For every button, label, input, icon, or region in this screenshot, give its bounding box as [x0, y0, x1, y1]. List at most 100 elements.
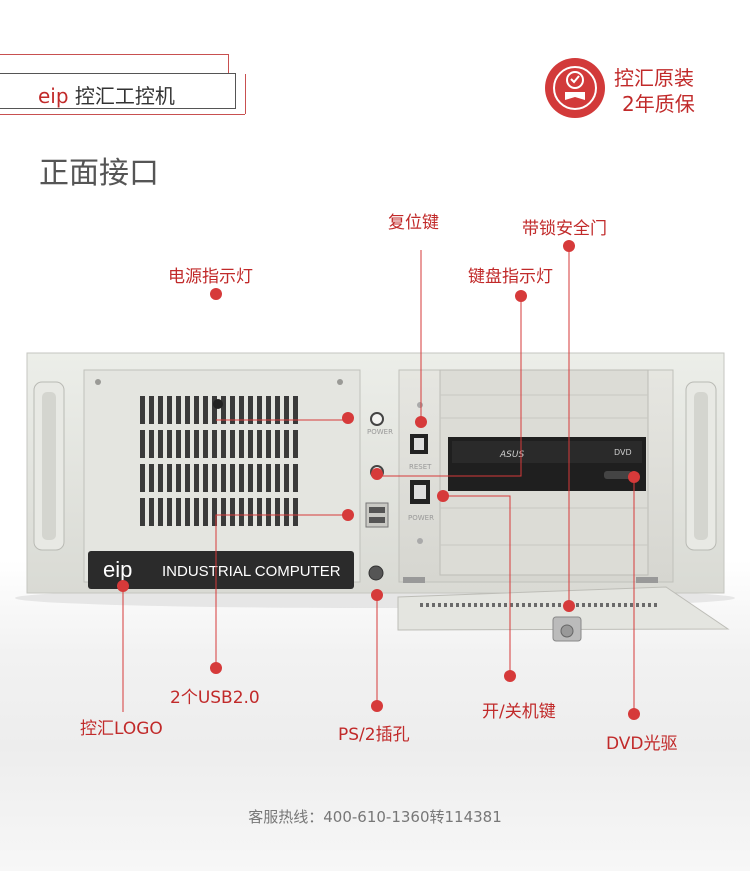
header-brand: eip — [38, 84, 69, 108]
callout-dot-reset — [415, 416, 427, 428]
vent-slot — [185, 464, 190, 492]
door-vent-slot — [432, 603, 435, 607]
vent-slot — [275, 430, 280, 458]
label-reset: 复位键 — [388, 213, 439, 233]
label-ps2: PS/2插孔 — [338, 725, 410, 745]
vent-slot — [158, 464, 163, 492]
vent-slot — [266, 396, 271, 424]
door-vent-slot — [636, 603, 639, 607]
callout-dot-logo — [117, 580, 129, 592]
vent-slot — [230, 396, 235, 424]
vent-slot — [275, 498, 280, 526]
vent-slot — [149, 498, 154, 526]
door-vent-slot — [654, 603, 657, 607]
callout-dot-usb — [342, 509, 354, 521]
callout-dot-dvd — [628, 471, 640, 483]
door-vent-slot — [528, 603, 531, 607]
svg-text:RESET: RESET — [409, 463, 432, 471]
door-vent-slot — [642, 603, 645, 607]
badge-line2: 2年质保 — [622, 92, 695, 116]
vent-slot — [167, 430, 172, 458]
header-decor-line — [0, 114, 245, 115]
door-vent-slot — [450, 603, 453, 607]
door-vent-slot — [606, 603, 609, 607]
vent-slot — [167, 464, 172, 492]
callout-dot-ps2 — [371, 589, 383, 601]
nameplate — [88, 551, 354, 589]
power-indicator-led — [370, 412, 384, 426]
nameplate-text: INDUSTRIAL COMPUTER — [162, 563, 341, 580]
vent-slot — [221, 464, 226, 492]
door-vent-slot — [546, 603, 549, 607]
vent-slot — [257, 396, 262, 424]
vent-slot — [230, 498, 235, 526]
vent-slot — [266, 498, 271, 526]
vent-slot — [176, 396, 181, 424]
vent-slot — [185, 396, 190, 424]
vent-slot — [284, 498, 289, 526]
door-vent-slot — [588, 603, 591, 607]
dvd-eject-button — [604, 471, 632, 479]
vent-slot — [239, 498, 244, 526]
power-led — [213, 399, 223, 409]
vent-slot — [194, 498, 199, 526]
vent-slot — [212, 464, 217, 492]
vent-slot — [221, 498, 226, 526]
label-usb: 2个USB2.0 — [170, 688, 260, 708]
door-vent-slot — [576, 603, 579, 607]
vent-slot — [140, 396, 145, 424]
label-power-indicator: 电源指示灯 — [168, 267, 253, 287]
vent-slot — [221, 396, 226, 424]
vent-slot — [230, 464, 235, 492]
vent-slot — [221, 430, 226, 458]
door-vent-slot — [540, 603, 543, 607]
door-vent-slot — [522, 603, 525, 607]
vent-slot — [176, 498, 181, 526]
vent-slot — [158, 396, 163, 424]
vent-slot — [239, 464, 244, 492]
dvd-logo: DVD — [614, 448, 632, 457]
vent-slot — [167, 498, 172, 526]
vent-slot — [203, 430, 208, 458]
callout-dot-keyboard-top — [515, 290, 527, 302]
usb-ports — [365, 502, 389, 528]
callout-dot-keyboard — [371, 468, 383, 480]
door-vent-slot — [630, 603, 633, 607]
vent-slot — [185, 498, 190, 526]
label-dvd: DVD光驱 — [606, 734, 678, 754]
door-vent-slot — [438, 603, 441, 607]
vent-slot — [194, 430, 199, 458]
door-vent-slot — [594, 603, 597, 607]
svg-text:POWER: POWER — [408, 514, 434, 522]
door-vent-slot — [492, 603, 495, 607]
vent-slot — [275, 464, 280, 492]
header-title-text: 控汇工控机 — [74, 84, 175, 108]
vent-slot — [203, 498, 208, 526]
label-logo: 控汇LOGO — [80, 719, 163, 739]
vent-slot — [176, 464, 181, 492]
door-vent-slot — [516, 603, 519, 607]
vent-slot — [212, 430, 217, 458]
vent-slot — [248, 430, 253, 458]
door-vent-slot — [498, 603, 501, 607]
vent-slot — [248, 464, 253, 492]
door-vent-slot — [648, 603, 651, 607]
door-vent-slot — [426, 603, 429, 607]
header-box — [0, 73, 236, 109]
door-vent-slot — [612, 603, 615, 607]
door-vent-slot — [486, 603, 489, 607]
door-grille — [420, 603, 657, 607]
vent-slot — [194, 396, 199, 424]
header-decor-line — [228, 54, 229, 76]
ps2-port — [368, 565, 384, 581]
door-vent-slot — [444, 603, 447, 607]
callout-dot-dvd-bottom — [628, 708, 640, 720]
header-title: eip 控汇工控机 — [38, 80, 175, 109]
callout-dot-door-top — [563, 240, 575, 252]
medal-icon — [553, 66, 597, 110]
door-vent-slot — [474, 603, 477, 607]
header-decor-line — [245, 74, 246, 114]
vent-slot — [257, 430, 262, 458]
vent-slot — [284, 396, 289, 424]
vent-slot — [266, 430, 271, 458]
